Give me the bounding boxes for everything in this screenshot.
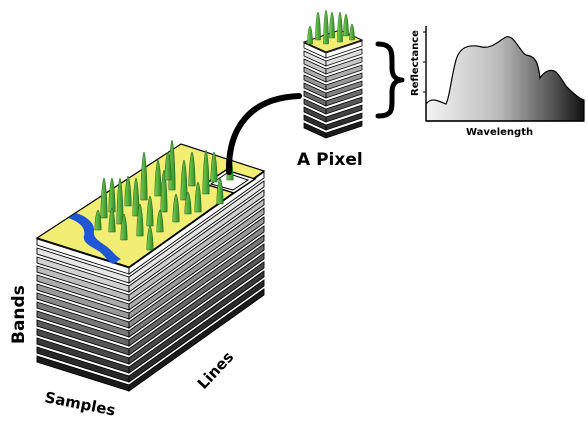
pixel-band-stack <box>303 40 363 139</box>
tree-icon <box>194 181 202 213</box>
tree-icon <box>100 177 108 219</box>
river <box>68 213 121 264</box>
pixel-label: A Pixel <box>297 150 363 170</box>
pixel-connector <box>225 93 302 175</box>
tree-icon <box>136 203 144 237</box>
tree-icon <box>120 213 128 241</box>
curly-brace-icon <box>375 41 405 119</box>
pixel-band-side <box>325 104 363 123</box>
band-layer-side <box>128 207 265 311</box>
pixel-vegetation <box>307 9 355 45</box>
tree-icon <box>132 177 140 217</box>
band-layer-side <box>128 243 265 347</box>
tree-icon <box>160 169 168 213</box>
pixel-band-side <box>325 80 363 99</box>
band-layer-side <box>128 270 265 374</box>
pixel-band-side <box>325 120 363 139</box>
wavelength-label: Wavelength <box>466 127 533 138</box>
tree-icon <box>307 25 313 45</box>
tree-icon <box>210 151 218 183</box>
pixel-band-side <box>325 64 363 83</box>
band-layer-side <box>128 288 265 392</box>
tree-icon <box>146 195 154 227</box>
tree-icon <box>146 225 154 251</box>
pixel-band-side <box>325 40 363 59</box>
band-layer-side <box>128 225 265 329</box>
tree-icon <box>172 193 180 223</box>
tree-icon <box>108 207 116 233</box>
pixel-band-side <box>325 96 363 115</box>
bands-label: Bands <box>9 285 29 344</box>
pixel-band-side <box>325 48 363 67</box>
band-layer-side <box>128 261 265 365</box>
band-layer-side <box>128 279 265 383</box>
tree-icon <box>184 191 192 215</box>
tree-icon <box>108 177 116 213</box>
pixel-band-side <box>325 56 363 75</box>
pixel-band-side <box>325 112 363 131</box>
tree-icon <box>116 177 124 225</box>
samples-label: Samples <box>43 388 117 419</box>
tree-icon <box>154 159 162 197</box>
band-layer-side <box>128 234 265 338</box>
reflectance-label: Reflectance <box>410 30 421 96</box>
pixel-band-side <box>325 72 363 91</box>
band-stack <box>36 171 265 392</box>
tree-icon <box>94 209 102 231</box>
tree-icon <box>323 9 329 45</box>
tree-icon <box>124 175 132 207</box>
band-layer-side <box>128 189 265 293</box>
lines-label: Lines <box>194 348 238 393</box>
tree-icon <box>140 151 148 201</box>
tree-icon <box>349 23 355 41</box>
tree-icon <box>337 11 343 43</box>
pixel-band-side <box>325 88 363 107</box>
band-layer-side <box>128 198 265 302</box>
tree-icon <box>216 177 224 205</box>
tree-icon <box>329 11 335 39</box>
tree-icon <box>202 149 210 195</box>
band-layer-side <box>128 252 265 356</box>
tree-icon <box>188 151 196 187</box>
spectrum-curve <box>425 36 585 122</box>
tree-icon <box>343 13 349 37</box>
tree-icon <box>156 209 164 233</box>
tree-icon <box>164 151 172 181</box>
tree-icon <box>180 159 188 201</box>
tree-icon <box>315 11 321 41</box>
reflectance-spectrum-plot <box>423 26 585 122</box>
band-layer-side <box>128 216 265 320</box>
band-layer-side <box>128 180 265 284</box>
